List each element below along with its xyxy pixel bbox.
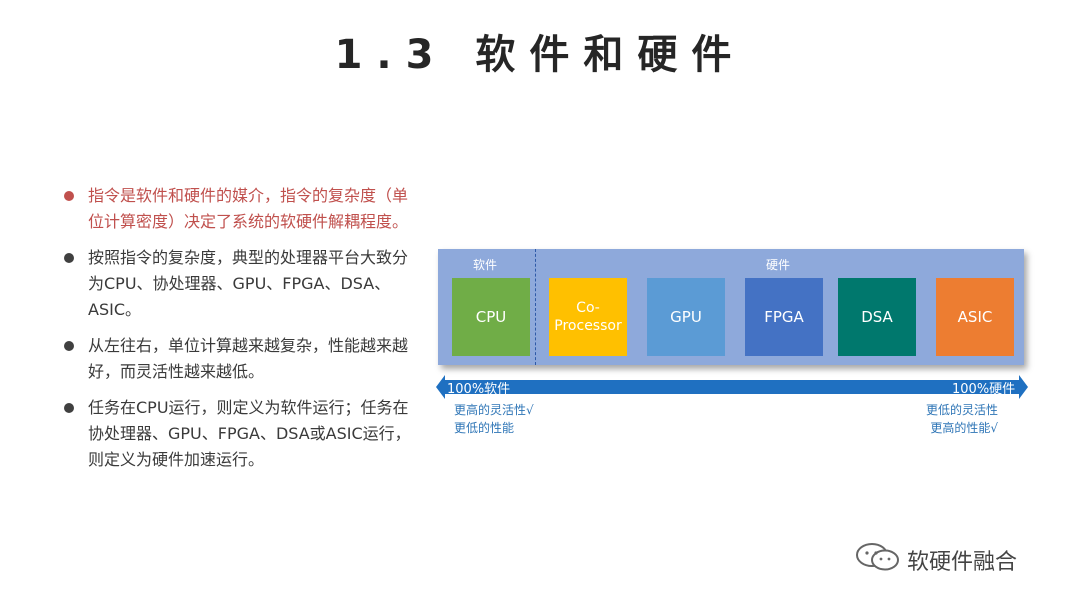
processor-panel: 软件 硬件 CPU Co-Processor GPU FPGA DSA ASIC [438, 249, 1024, 365]
left-note: 更高的灵活性√ [454, 403, 534, 417]
bullet-list: 指令是软件和硬件的媒介，指令的复杂度（单位计算密度）决定了系统的软硬件解耦程度。… [62, 183, 412, 483]
arrow-right-label: 100%硬件 [952, 382, 1016, 397]
bullet-item: 从左往右，单位计算越来越复杂，性能越来越好，而灵活性越来越低。 [62, 333, 412, 385]
bullet-text: 任务在CPU运行，则定义为软件运行；任务在协处理器、GPU、FPGA、DSA或A… [88, 398, 411, 469]
watermark: 软硬件融合 [855, 542, 1017, 578]
spectrum-arrow [436, 372, 1028, 402]
right-note: 更高的性能√ [930, 421, 999, 435]
cpu-box: CPU [452, 278, 530, 356]
asic-box: ASIC [936, 278, 1014, 356]
left-notes: 更高的灵活性√ 更低的性能 [454, 401, 534, 437]
bullet-text: 指令是软件和硬件的媒介，指令的复杂度（单位计算密度）决定了系统的软硬件解耦程度。 [88, 186, 409, 231]
bullet-dot [64, 191, 74, 201]
right-note: 更低的灵活性 [926, 403, 999, 417]
left-note: 更低的性能 [454, 421, 515, 435]
dsa-box: DSA [838, 278, 916, 356]
bullet-text: 从左往右，单位计算越来越复杂，性能越来越好，而灵活性越来越低。 [88, 336, 409, 381]
wechat-icon [855, 542, 901, 578]
bullet-dot [64, 403, 74, 413]
fpga-box: FPGA [745, 278, 823, 356]
right-notes: 更低的灵活性 更高的性能√ [926, 401, 998, 437]
hardware-section-label: 硬件 [766, 258, 791, 272]
software-section-label: 软件 [473, 258, 498, 272]
bullet-text: 按照指令的复杂度，典型的处理器平台大致分为CPU、协处理器、GPU、FPGA、D… [88, 248, 409, 319]
watermark-text: 软硬件融合 [907, 550, 1018, 575]
double-arrow-icon [436, 375, 1028, 399]
bullet-item: 指令是软件和硬件的媒介，指令的复杂度（单位计算密度）决定了系统的软硬件解耦程度。 [62, 183, 412, 235]
arrow-left-label: 100%软件 [447, 382, 511, 397]
bullet-item: 任务在CPU运行，则定义为软件运行；任务在协处理器、GPU、FPGA、DSA或A… [62, 395, 412, 473]
coprocessor-box: Co-Processor [549, 278, 627, 356]
gpu-box: GPU [647, 278, 725, 356]
bullet-dot [64, 253, 74, 263]
bullet-item: 按照指令的复杂度，典型的处理器平台大致分为CPU、协处理器、GPU、FPGA、D… [62, 245, 412, 323]
bullet-dot [64, 341, 74, 351]
section-divider [535, 249, 536, 365]
page-title: 1.3 软件和硬件 [334, 32, 746, 78]
